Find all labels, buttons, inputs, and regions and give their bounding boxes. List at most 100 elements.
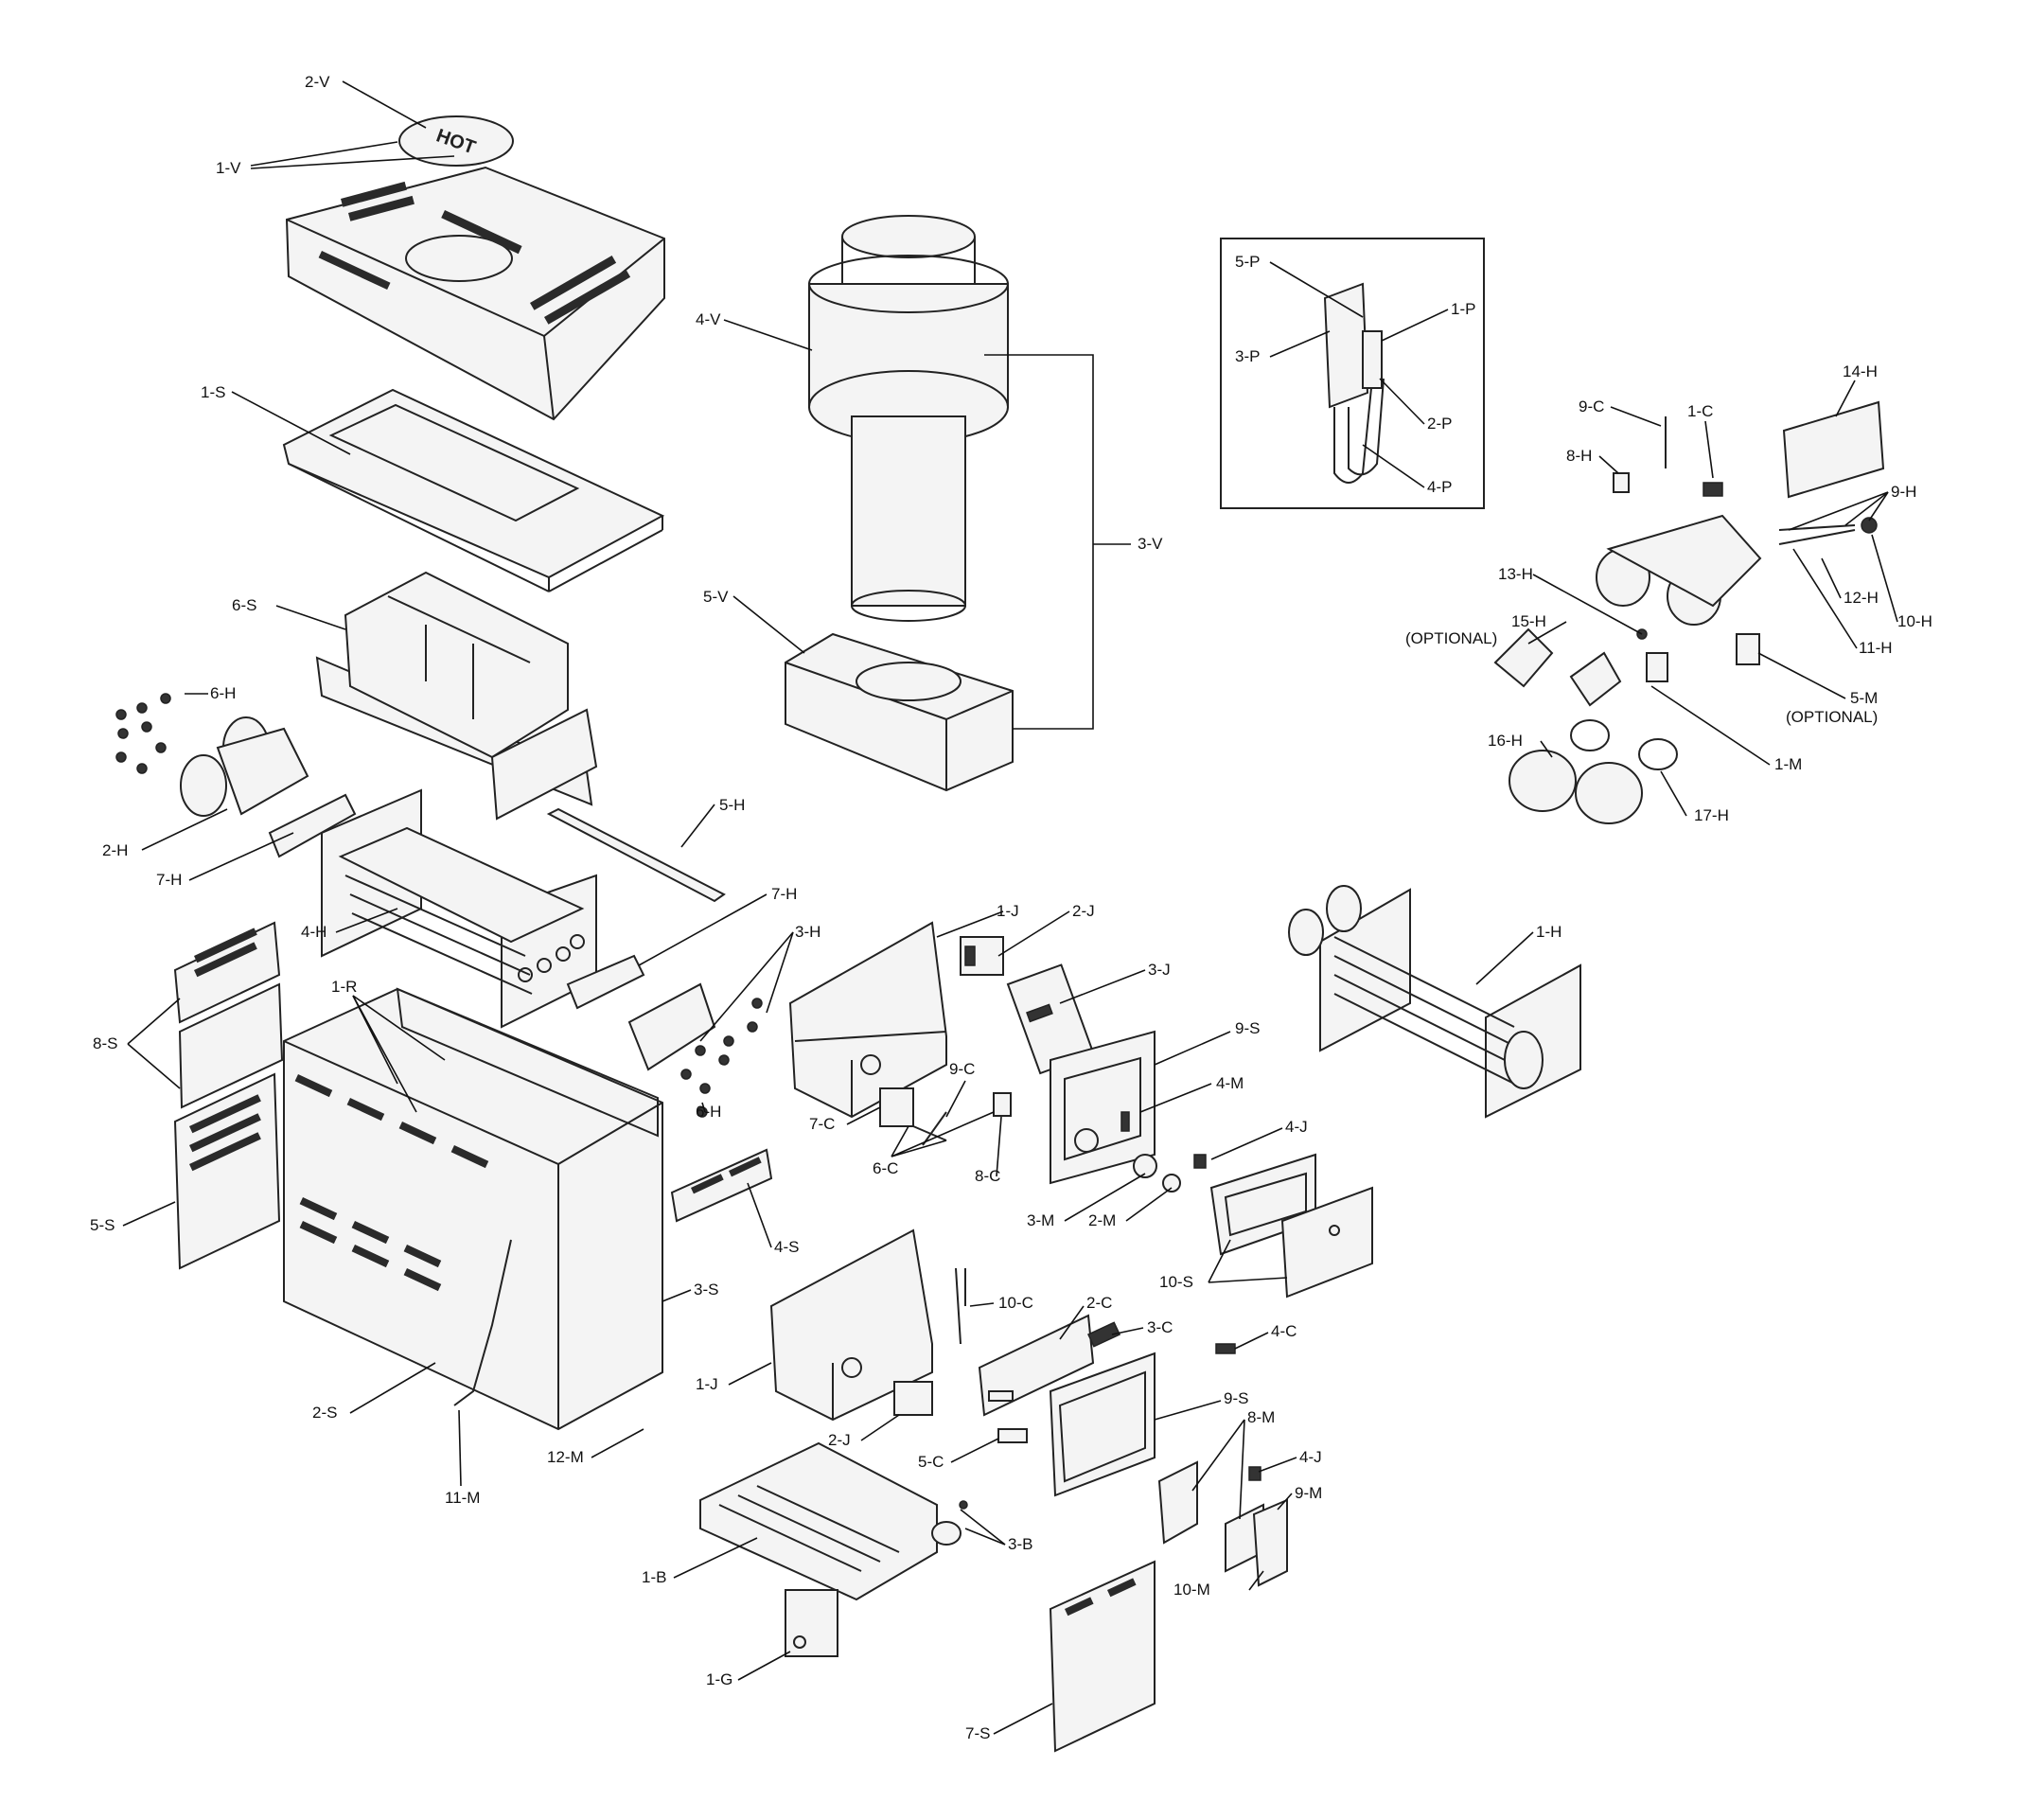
lower-side-panel bbox=[173, 1072, 281, 1270]
label-3-P: 3-P bbox=[1235, 347, 1260, 365]
label-8-M: 8-M bbox=[1247, 1408, 1275, 1426]
heat-exchanger-right bbox=[1288, 885, 1581, 1119]
label-3-V: 3-V bbox=[1138, 535, 1163, 553]
label-1-J-lower: 1-J bbox=[696, 1375, 718, 1393]
label-4-V: 4-V bbox=[696, 310, 721, 328]
label-6-H-lower: 6-H bbox=[696, 1103, 721, 1121]
top-panel bbox=[282, 388, 665, 592]
label-4-H: 4-H bbox=[301, 923, 326, 941]
label-11-M: 11-M bbox=[445, 1489, 480, 1507]
label-1-B: 1-B bbox=[642, 1568, 666, 1586]
label-3-J: 3-J bbox=[1148, 961, 1171, 979]
label-4-M: 4-M bbox=[1216, 1074, 1244, 1092]
upper-side-panels bbox=[173, 921, 284, 1109]
control-bracket-lower bbox=[769, 1228, 933, 1422]
label-5-M-optional: (OPTIONAL) bbox=[1786, 708, 1878, 726]
label-5-P: 5-P bbox=[1235, 253, 1260, 271]
label-3-S: 3-S bbox=[694, 1281, 718, 1299]
label-7-H-right: 7-H bbox=[771, 885, 797, 903]
label-2-P: 2-P bbox=[1427, 415, 1452, 433]
bracket-strip bbox=[670, 1148, 773, 1223]
control-board bbox=[978, 1314, 1121, 1417]
label-1-M: 1-M bbox=[1774, 755, 1802, 773]
label-7-S: 7-S bbox=[965, 1724, 990, 1742]
label-11-H: 11-H bbox=[1859, 639, 1893, 657]
label-4-J: 4-J bbox=[1285, 1118, 1308, 1136]
label-2-J: 2-J bbox=[1072, 902, 1095, 920]
label-2-S: 2-S bbox=[312, 1404, 337, 1422]
label-9-M: 9-M bbox=[1295, 1484, 1322, 1502]
transformer-upper bbox=[960, 936, 1004, 976]
label-16-H: 16-H bbox=[1488, 732, 1523, 750]
vent-base-box bbox=[785, 632, 1014, 792]
adapter-parts bbox=[1493, 627, 1760, 707]
part-labels: 2-V 1-V 1-S 4-V 3-V 5-V 6-S 6-H 2-H 7-H … bbox=[90, 73, 1932, 1742]
label-1-R: 1-R bbox=[331, 978, 357, 996]
label-1-G: 1-G bbox=[706, 1670, 732, 1688]
label-1-S: 1-S bbox=[201, 383, 225, 401]
label-7-C: 7-C bbox=[809, 1115, 835, 1133]
label-5-S: 5-S bbox=[90, 1216, 115, 1234]
label-15-H: 15-H bbox=[1511, 612, 1546, 630]
baffle-rod bbox=[546, 807, 726, 903]
junction-box-cover bbox=[1209, 1153, 1373, 1299]
label-9-H: 9-H bbox=[1891, 483, 1916, 501]
label-10-M: 10-M bbox=[1173, 1581, 1210, 1599]
union-fittings bbox=[1509, 719, 1678, 824]
left-header bbox=[115, 693, 357, 858]
label-1-P: 1-P bbox=[1451, 300, 1475, 318]
sensor-components bbox=[879, 1087, 1012, 1146]
label-9-C: 9-C bbox=[1579, 398, 1604, 415]
label-9-C-lower: 9-C bbox=[949, 1060, 975, 1078]
label-3-H: 3-H bbox=[795, 923, 820, 941]
hot-cover-disc: HOT bbox=[398, 115, 514, 167]
label-3-B: 3-B bbox=[1008, 1535, 1032, 1553]
flue-collector bbox=[315, 571, 598, 821]
label-8-S: 8-S bbox=[93, 1034, 117, 1052]
label-5-C: 5-C bbox=[918, 1453, 944, 1471]
burner-tray bbox=[699, 1441, 968, 1601]
label-13-H: 13-H bbox=[1498, 565, 1533, 583]
label-2-J-lower: 2-J bbox=[828, 1431, 851, 1449]
pilot-assembly-inset bbox=[1220, 238, 1485, 509]
label-10-H: 10-H bbox=[1897, 612, 1932, 630]
switch-upper bbox=[1193, 1154, 1207, 1169]
label-12-M: 12-M bbox=[547, 1448, 584, 1466]
label-10-S: 10-S bbox=[1159, 1273, 1193, 1291]
front-panel-upper bbox=[1050, 1030, 1156, 1185]
label-3-M: 3-M bbox=[1027, 1211, 1054, 1229]
label-5-M: 5-M bbox=[1850, 689, 1878, 707]
top-cover bbox=[285, 166, 665, 421]
label-2-H: 2-H bbox=[102, 841, 128, 859]
vent-drum bbox=[808, 215, 1009, 622]
main-cabinet bbox=[283, 987, 663, 1431]
front-panel-lower bbox=[1049, 1352, 1156, 1497]
ignition-module bbox=[1006, 963, 1095, 1075]
control-bracket-upper bbox=[788, 921, 947, 1119]
label-17-H: 17-H bbox=[1694, 806, 1729, 824]
label-9-S: 9-S bbox=[1235, 1019, 1260, 1037]
label-4-S: 4-S bbox=[774, 1238, 799, 1256]
transformer-lower bbox=[893, 1381, 933, 1416]
label-1-H: 1-H bbox=[1536, 923, 1561, 941]
label-2-C: 2-C bbox=[1086, 1294, 1112, 1312]
label-9-S-lower: 9-S bbox=[1224, 1389, 1248, 1407]
label-5-H: 5-H bbox=[719, 796, 745, 814]
label-1-C: 1-C bbox=[1687, 402, 1713, 420]
label-12-H: 12-H bbox=[1844, 589, 1879, 607]
heat-exchanger-left bbox=[321, 788, 597, 1029]
label-5-V: 5-V bbox=[703, 588, 729, 606]
label-2-M: 2-M bbox=[1088, 1211, 1116, 1229]
label-10-C: 10-C bbox=[998, 1294, 1033, 1312]
label-6-S: 6-S bbox=[232, 596, 256, 614]
label-4-J-lower: 4-J bbox=[1299, 1448, 1322, 1466]
lower-panel-parts bbox=[1157, 1460, 1288, 1587]
label-1-V: 1-V bbox=[216, 159, 241, 177]
leader-lines bbox=[122, 80, 1898, 1735]
label-4-P: 4-P bbox=[1427, 478, 1452, 496]
label-1-J: 1-J bbox=[997, 902, 1019, 920]
vent-assembly-bracket bbox=[984, 354, 1094, 730]
label-6-H: 6-H bbox=[210, 684, 236, 702]
label-8-C: 8-C bbox=[975, 1167, 1000, 1185]
